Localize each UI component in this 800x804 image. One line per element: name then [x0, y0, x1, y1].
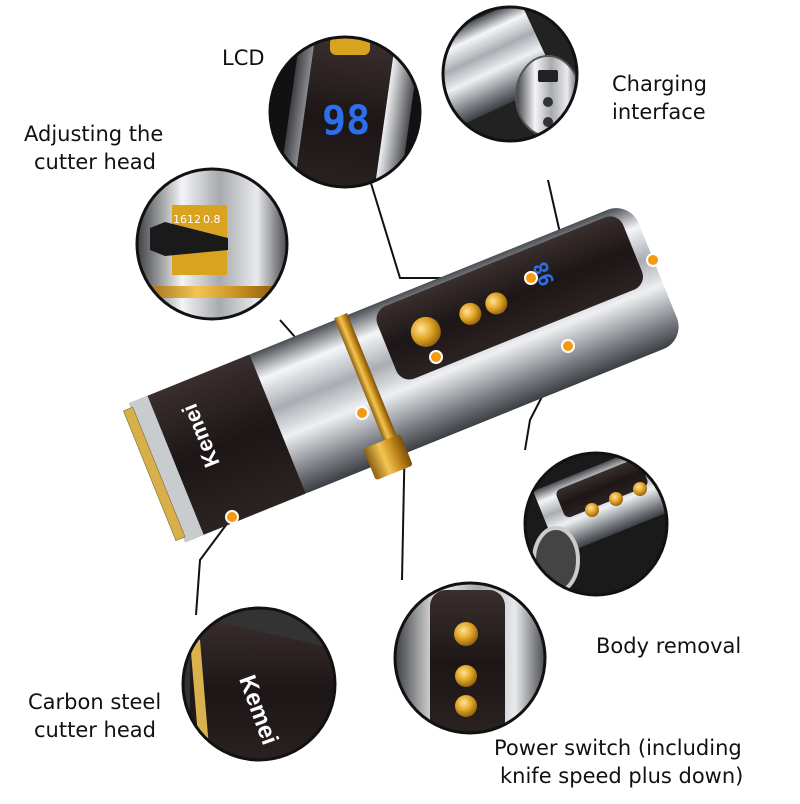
label-charging-line1: Charging — [612, 72, 707, 96]
marker-lcd — [524, 271, 538, 285]
power-button-main — [410, 316, 441, 347]
label-power: Power switch (including knife speed plus… — [494, 734, 743, 790]
label-body-removal: Body removal — [596, 634, 742, 658]
speed-up-closeup-button — [455, 695, 477, 717]
marker-power — [429, 350, 443, 364]
clipper-main — [123, 208, 679, 543]
marker-body — [561, 339, 575, 353]
callout-markers — [225, 253, 660, 524]
leader-carbon — [195, 516, 233, 616]
adjuster-slider-main — [364, 434, 413, 480]
label-adjusting: Adjusting the cutter head — [24, 120, 163, 176]
label-adjusting-line2: cutter head — [34, 150, 156, 174]
callout-circle-adjuster: 16 12 0.8 — [135, 167, 289, 321]
power-closeup-button — [454, 622, 478, 646]
callout-circle-power — [393, 581, 547, 735]
adjuster-scale-2: 0.8 — [203, 213, 221, 226]
callout-circle-charging — [441, 5, 579, 143]
label-power-line2: knife speed plus down) — [500, 764, 744, 788]
callout-circle-carbon: Kemei — [181, 606, 337, 762]
callout-circle-body — [523, 451, 669, 597]
gold-band — [334, 312, 405, 461]
adjuster-lever — [150, 222, 228, 256]
clipper-dark-panel — [376, 216, 643, 380]
label-power-line1: Power switch (including — [494, 736, 742, 760]
label-carbon-line1: Carbon steel — [28, 690, 162, 714]
adjuster-scale-0: 16 — [173, 213, 187, 226]
marker-adjust — [355, 406, 369, 420]
label-charging: Charging interface — [612, 70, 707, 126]
label-lcd: LCD — [222, 46, 265, 70]
speed-down-closeup-button — [455, 665, 477, 687]
plus-button-main — [485, 292, 508, 315]
blade-teeth — [123, 406, 186, 542]
lcd-closeup-digits: 98 — [322, 98, 370, 144]
label-charging-line2: interface — [612, 100, 706, 124]
label-carbon: Carbon steel cutter head — [28, 688, 161, 744]
adjuster-scale-1: 12 — [187, 213, 201, 226]
marker-charging — [646, 253, 660, 267]
marker-carbon — [225, 510, 239, 524]
callout-circle-lcd: 98 — [268, 35, 422, 189]
label-adjusting-line1: Adjusting the — [24, 122, 164, 146]
minus-button-main — [459, 302, 482, 325]
label-carbon-line2: cutter head — [34, 718, 156, 742]
